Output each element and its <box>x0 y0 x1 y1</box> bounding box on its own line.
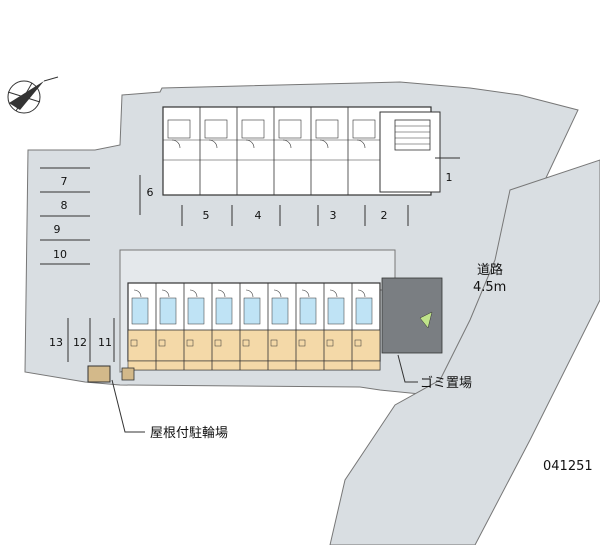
road <box>329 159 600 545</box>
property-code: 041251 <box>543 459 593 474</box>
lower-building <box>127 282 381 371</box>
parking-space-6: 6 <box>147 186 154 199</box>
bicycle-shelter <box>87 365 111 383</box>
garbage-label: ゴミ置場 <box>420 375 472 391</box>
parking-space-4: 4 <box>255 209 262 222</box>
parking-space-12: 12 <box>73 336 87 349</box>
upper-building <box>162 106 441 196</box>
parking-space-8: 8 <box>61 199 68 212</box>
bicycle-leader-line <box>111 379 145 433</box>
bicycle-shelter-roof <box>121 367 135 381</box>
parking-space-13: 13 <box>49 336 63 349</box>
road-label: 道路 <box>477 262 503 278</box>
garbage-leader-line <box>397 354 418 383</box>
compass-north-icon <box>7 76 59 114</box>
bicycle-shelter-label: 屋根付駐輪場 <box>150 425 228 441</box>
garbage-area <box>381 277 443 354</box>
parking-space-7: 7 <box>61 175 68 188</box>
parking-space-3: 3 <box>330 209 337 222</box>
parking-space-10: 10 <box>53 248 67 261</box>
parking-space-5: 5 <box>203 209 210 222</box>
parking-space-9: 9 <box>54 223 61 236</box>
parking-space-1: 1 <box>446 171 453 184</box>
road-width-label: 4.5m <box>473 280 506 295</box>
parking-stall-lines <box>40 157 460 362</box>
parking-space-11: 11 <box>98 336 112 349</box>
parking-space-2: 2 <box>381 209 388 222</box>
